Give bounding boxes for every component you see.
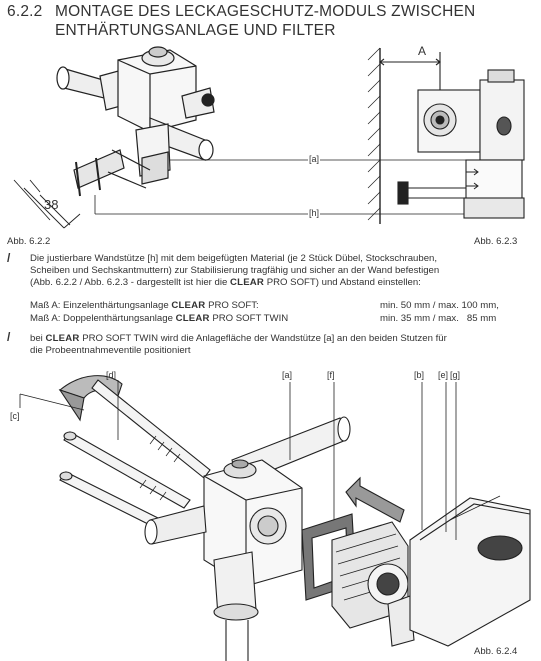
instruction-2-line1: bei CLEAR PRO SOFT TWIN wird die Anlagef… (30, 333, 447, 344)
instruction-2: bei CLEAR PRO SOFT TWIN wird die Anlagef… (30, 333, 535, 357)
instruction-1-line2: Scheiben und Sechskantmuttern) zur Stabi… (30, 265, 440, 277)
section-heading: 6.2.2 MONTAGE DES LECKAGESCHUTZ-MODULS ZW… (7, 2, 475, 40)
label-a-top: [a] (308, 154, 321, 164)
section-title-line1: MONTAGE DES LECKAGESCHUTZ-MODULS ZWISCHE… (55, 3, 476, 20)
caption-abb-6-2-4: Abb. 6.2.4 (474, 646, 518, 657)
dimension-38: 38 (44, 197, 59, 212)
bullet-1: / (7, 251, 11, 265)
label-h-top: [h] (308, 208, 321, 218)
measure-2-label: Maß A: Doppelenthärtungsanlage CLEAR PRO… (30, 313, 289, 324)
instruction-1-line3: (Abb. 6.2.2 / Abb. 6.2.3 - dargestellt i… (30, 277, 421, 289)
label-g: [g] (450, 370, 461, 380)
brand-clear: CLEAR (45, 333, 80, 344)
brand-clear: CLEAR (171, 300, 206, 311)
dimension-A: A (418, 44, 427, 58)
label-c: [c] (10, 411, 20, 421)
caption-abb-6-2-2: Abb. 6.2.2 (7, 236, 51, 247)
section-title-line2: ENTHÄRTUNGSANLAGE UND FILTER (55, 22, 336, 39)
measure-1-label: Maß A: Einzelenthärtungsanlage CLEAR PRO… (30, 300, 259, 311)
brand-clear: CLEAR (175, 313, 210, 324)
instruction-1-line1: Die justierbare Wandstütze [h] mit dem b… (30, 253, 438, 264)
label-b: [b] (414, 370, 425, 380)
caption-abb-6-2-3: Abb. 6.2.3 (474, 236, 518, 247)
brand-clear: CLEAR (230, 277, 265, 289)
instruction-2-line2: die Probeentnahmeventile positioniert (30, 345, 191, 357)
measure-2-range: min. 35 mm / max. 85 mm (380, 313, 497, 324)
instruction-1: Die justierbare Wandstütze [h] mit dem b… (30, 253, 535, 290)
section-number: 6.2.2 (7, 3, 43, 20)
label-a-bottom: [a] (282, 370, 293, 380)
label-d: [d] (106, 370, 117, 380)
label-f: [f] (327, 370, 335, 380)
bullet-2: / (7, 330, 11, 344)
measure-1-range: min. 50 mm / max. 100 mm, (380, 300, 499, 311)
label-e: [e] (438, 370, 449, 380)
